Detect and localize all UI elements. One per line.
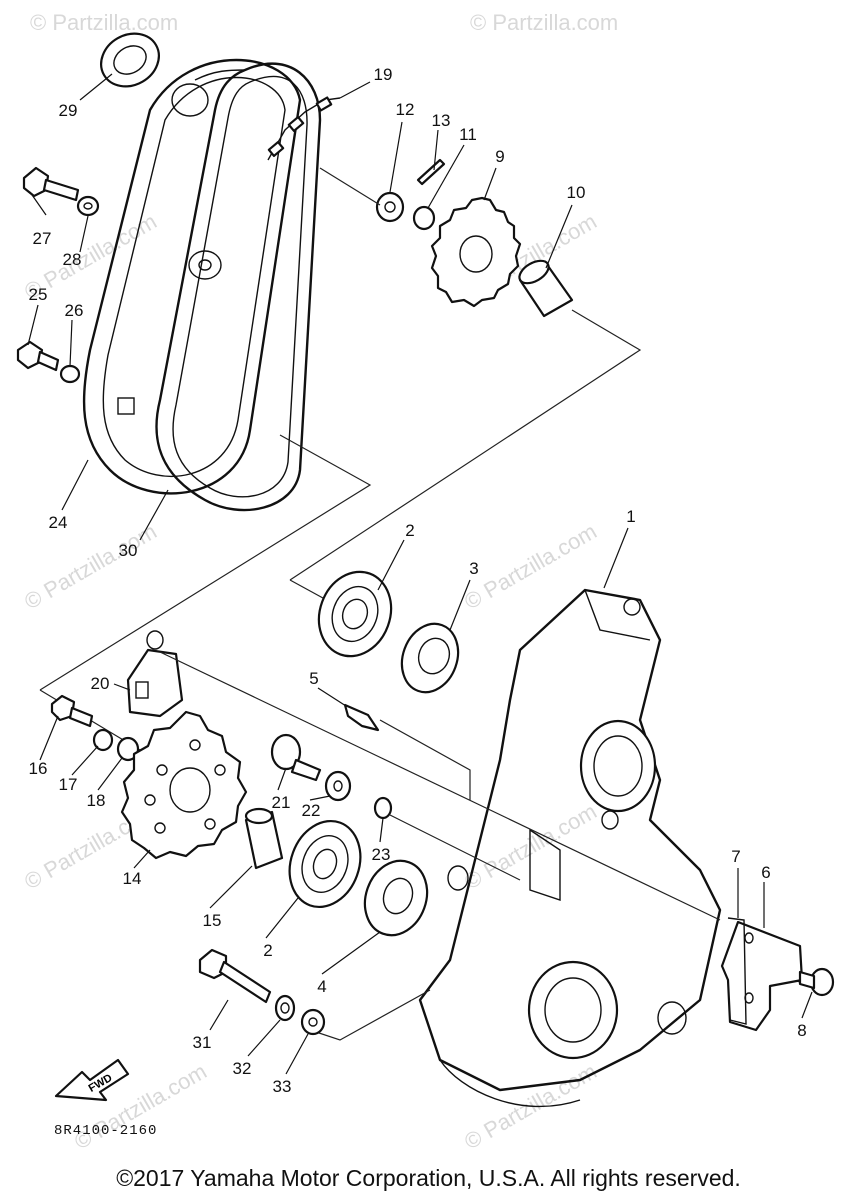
label-8: 8 (797, 1021, 806, 1040)
label-14: 14 (123, 869, 142, 888)
label-25: 25 (29, 285, 48, 304)
watermark-5: © Partzilla.com (20, 519, 161, 615)
part-12-nut (375, 191, 405, 223)
part-21-bolt (270, 733, 322, 782)
label-16: 16 (29, 759, 48, 778)
part-25-bolt (16, 340, 60, 372)
part-23-washer (373, 796, 393, 820)
label-23: 23 (372, 845, 391, 864)
label-19: 19 (374, 65, 393, 84)
forward-arrow-icon: FWD (54, 1058, 130, 1102)
leader-lines (27, 73, 813, 1075)
label-4: 4 (317, 977, 326, 996)
part-13-cotter-pin (416, 158, 446, 186)
label-1: 1 (626, 507, 635, 526)
label-17: 17 (59, 775, 78, 794)
label-11: 11 (459, 125, 477, 144)
part-3-oil-seal (400, 622, 460, 694)
label-2-upper: 2 (405, 521, 414, 540)
label-15: 15 (203, 911, 222, 930)
part-labels: 29 19 12 13 11 9 10 27 28 25 26 24 30 2 … (29, 65, 807, 1096)
label-10: 10 (567, 183, 586, 202)
part-4-oil-seal (363, 859, 429, 937)
part-2-bearing-upper (317, 570, 393, 658)
label-26: 26 (65, 301, 84, 320)
part-2-bearing-lower (288, 819, 362, 909)
copyright-notice: ©2017 Yamaha Motor Corporation, U.S.A. A… (116, 1165, 741, 1191)
part-19-chain-joint (267, 96, 341, 161)
label-13: 13 (432, 111, 451, 130)
label-29: 29 (59, 101, 78, 120)
part-10-collar (518, 259, 574, 318)
part-28-washer (76, 195, 100, 217)
label-24: 24 (49, 513, 68, 532)
label-28: 28 (63, 250, 82, 269)
label-3: 3 (469, 559, 478, 578)
label-33: 33 (273, 1077, 292, 1096)
part-6-plate (720, 920, 804, 1032)
part-9-sprocket (430, 196, 522, 308)
label-7: 7 (731, 847, 740, 866)
label-21: 21 (272, 793, 291, 812)
part-16-bolt (50, 694, 94, 728)
label-20: 20 (91, 674, 110, 693)
label-12: 12 (396, 100, 415, 119)
label-5: 5 (309, 669, 318, 688)
part-30-drive-chain (155, 62, 322, 512)
part-32-washer (274, 994, 296, 1022)
watermark-9: © Partzilla.com (70, 1059, 211, 1155)
part-17-washer (92, 728, 114, 752)
label-30: 30 (119, 541, 138, 560)
part-7-gasket (727, 917, 754, 1025)
part-20-tensioner (126, 630, 184, 718)
assembly-lines-lower (159, 651, 801, 1041)
part-14-sprocket (120, 710, 248, 860)
part-5-screw (343, 703, 380, 732)
label-9: 9 (495, 147, 504, 166)
watermark-1: © Partzilla.com (30, 10, 178, 35)
part-15-collar (244, 807, 284, 870)
part-1-chain-case (418, 588, 722, 1108)
label-27: 27 (33, 229, 52, 248)
label-31: 31 (193, 1033, 212, 1052)
label-6: 6 (761, 863, 770, 882)
label-2-lower: 2 (263, 941, 272, 960)
part-29-oil-seal (100, 32, 160, 88)
drawing-number: 8R4100-2160 (54, 1123, 158, 1139)
label-32: 32 (233, 1059, 252, 1078)
watermark-2: © Partzilla.com (470, 10, 618, 35)
part-31-bolt (198, 948, 272, 1004)
part-26-washer (59, 364, 81, 384)
label-18: 18 (87, 791, 106, 810)
part-22-nut (324, 770, 352, 802)
part-33-washer (300, 1008, 326, 1036)
part-11-washer (412, 205, 436, 231)
part-8-bolt (798, 967, 835, 997)
part-24-chain-case-cover (82, 58, 302, 495)
label-22: 22 (302, 801, 321, 820)
watermark-6: © Partzilla.com (460, 519, 601, 615)
part-27-bolt (22, 166, 80, 202)
